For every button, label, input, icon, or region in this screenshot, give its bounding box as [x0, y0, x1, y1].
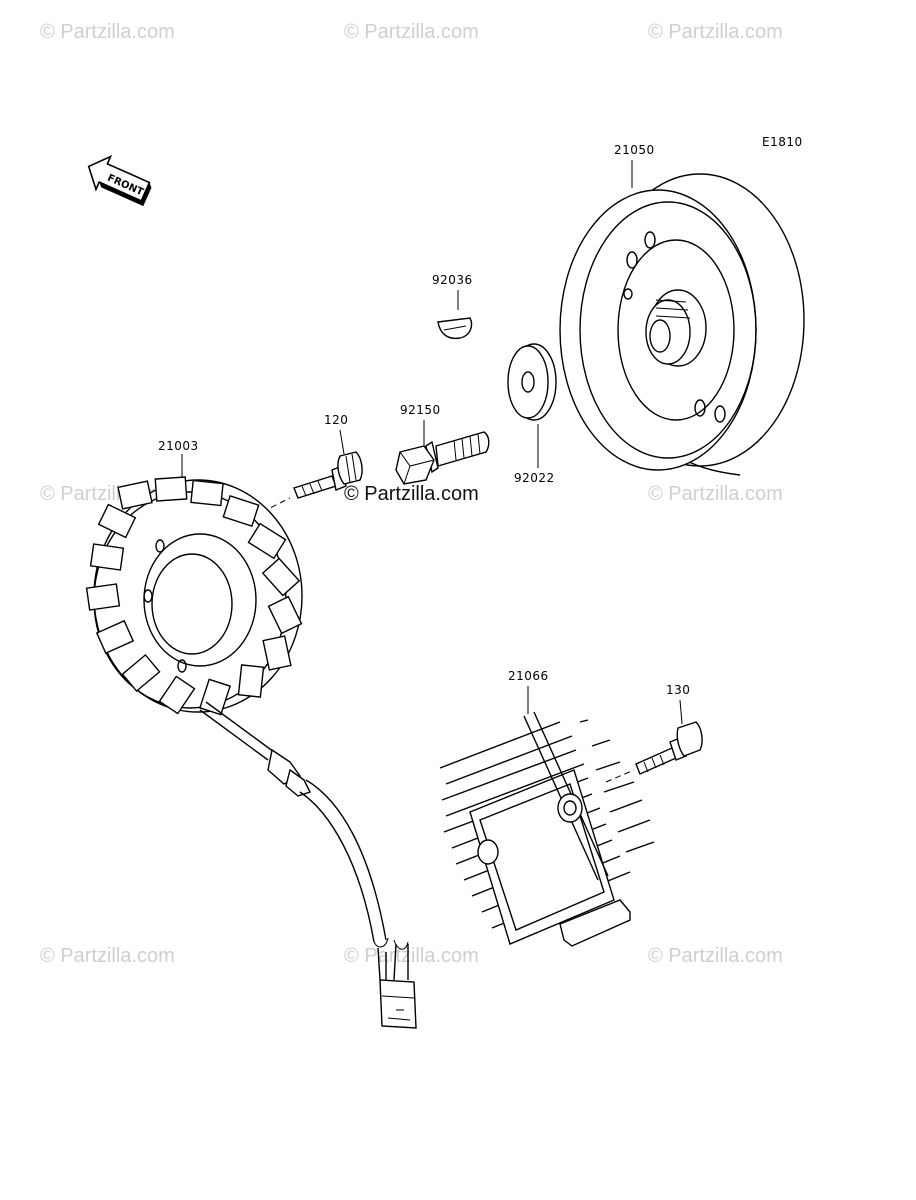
part-regulator — [439, 711, 655, 947]
label-92150: 92150 — [400, 403, 441, 417]
watermark-top-right: © Partzilla.com — [648, 21, 783, 43]
part-stator-wire — [199, 701, 417, 1029]
watermark-bottom-center: © Partzilla.com — [344, 945, 479, 967]
diagram-code: E1810 — [762, 135, 803, 149]
watermark-top-center: © Partzilla.com — [344, 21, 479, 43]
label-92036: 92036 — [432, 273, 473, 287]
part-key — [437, 317, 473, 340]
watermark-mid-right: © Partzilla.com — [648, 483, 783, 505]
watermark-top-left: © Partzilla.com — [40, 21, 175, 43]
part-washer — [507, 343, 557, 421]
watermarks: © Partzilla.com © Partzilla.com © Partzi… — [40, 21, 783, 967]
label-130: 130 — [666, 683, 690, 697]
part-stator-bolt — [293, 451, 363, 499]
watermark-bottom-right: © Partzilla.com — [648, 945, 783, 967]
label-21050: 21050 — [614, 143, 655, 157]
part-regulator-bolt — [635, 721, 703, 775]
label-21003: 21003 — [158, 439, 199, 453]
label-92022: 92022 — [514, 471, 555, 485]
label-120: 120 — [324, 413, 348, 427]
part-stator — [85, 476, 303, 716]
watermark-mid-center: © Partzilla.com — [344, 483, 479, 505]
watermark-bottom-left: © Partzilla.com — [40, 945, 175, 967]
label-21066: 21066 — [508, 669, 549, 683]
front-arrow-icon: FRONT — [87, 154, 152, 207]
part-flywheel-bolt — [395, 431, 490, 485]
part-flywheel — [559, 173, 805, 476]
